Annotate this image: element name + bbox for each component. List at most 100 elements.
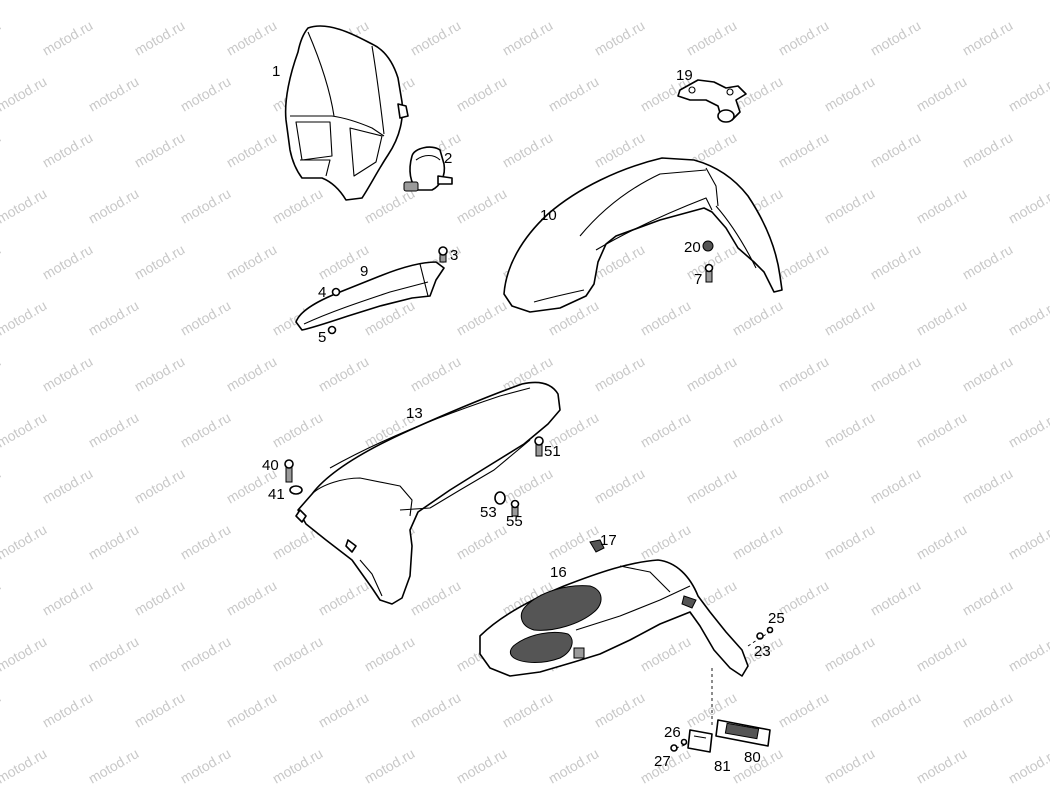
callout-23: 23 bbox=[754, 643, 771, 660]
watermark-text: motod.ru bbox=[40, 241, 96, 282]
watermark-text: motod.ru bbox=[0, 409, 49, 450]
watermark-text: motod.ru bbox=[224, 689, 280, 730]
watermark-text: motod.ru bbox=[960, 17, 1016, 58]
watermark-text: motod.ru bbox=[86, 73, 142, 114]
watermark-text: motod.ru bbox=[500, 689, 556, 730]
watermark-text: motod.ru bbox=[1006, 409, 1050, 450]
leader-lines bbox=[675, 631, 771, 749]
watermark-text: motod.ru bbox=[224, 353, 280, 394]
watermark-text: motod.ru bbox=[868, 241, 924, 282]
cover-strip bbox=[295, 261, 445, 331]
watermark-text: motod.ru bbox=[822, 745, 878, 786]
watermark-text: motod.ru bbox=[316, 577, 372, 618]
watermark-text: motod.ru bbox=[914, 73, 970, 114]
watermark-text: motod.ru bbox=[0, 0, 49, 3]
callout-19: 19 bbox=[676, 67, 693, 84]
watermark-text: motod.ru bbox=[224, 577, 280, 618]
watermark-text: motod.ru bbox=[1006, 0, 1050, 3]
callout-7: 7 bbox=[694, 271, 702, 288]
watermark-text: motod.ru bbox=[868, 689, 924, 730]
callout-27: 27 bbox=[654, 753, 671, 770]
watermark-text: motod.ru bbox=[408, 577, 464, 618]
watermark-text: motod.ru bbox=[270, 0, 326, 3]
watermark-text: motod.ru bbox=[270, 633, 326, 674]
watermark-text: motod.ru bbox=[914, 0, 970, 3]
watermark-text: motod.ru bbox=[0, 129, 3, 170]
rear-fender bbox=[295, 381, 561, 605]
callout-2: 2 bbox=[444, 150, 452, 167]
watermark-text: motod.ru bbox=[178, 73, 234, 114]
watermark-text: motod.ru bbox=[132, 465, 188, 506]
watermark-text: motod.ru bbox=[132, 577, 188, 618]
watermark-text: motod.ru bbox=[822, 185, 878, 226]
watermark-text: motod.ru bbox=[454, 297, 510, 338]
watermark-text: motod.ru bbox=[822, 409, 878, 450]
watermark-text: motod.ru bbox=[86, 633, 142, 674]
callout-40: 40 bbox=[262, 457, 279, 474]
callout-53: 53 bbox=[480, 504, 497, 521]
callout-26: 26 bbox=[664, 724, 681, 741]
watermark-text: motod.ru bbox=[0, 465, 3, 506]
watermark-text: motod.ru bbox=[592, 353, 648, 394]
callout-13: 13 bbox=[406, 405, 423, 422]
rear-mudguard bbox=[479, 559, 749, 677]
watermark-text: motod.ru bbox=[178, 633, 234, 674]
watermark-text: motod.ru bbox=[730, 521, 786, 562]
fasteners bbox=[284, 240, 774, 752]
watermark-text: motod.ru bbox=[454, 0, 510, 3]
watermark-text: motod.ru bbox=[546, 73, 602, 114]
headlight-clamp bbox=[403, 146, 453, 192]
watermark-text: motod.ru bbox=[132, 353, 188, 394]
watermark-text: motod.ru bbox=[546, 745, 602, 786]
watermark-text: motod.ru bbox=[546, 0, 602, 3]
watermark-text: motod.ru bbox=[684, 17, 740, 58]
watermark-text: motod.ru bbox=[776, 241, 832, 282]
watermark-text: motod.ru bbox=[178, 521, 234, 562]
callout-1: 1 bbox=[272, 63, 280, 80]
watermark-text: motod.ru bbox=[1006, 297, 1050, 338]
watermark-text: motod.ru bbox=[40, 689, 96, 730]
watermark-text: motod.ru bbox=[1006, 521, 1050, 562]
watermark-text: motod.ru bbox=[1006, 745, 1050, 786]
watermark-text: motod.ru bbox=[0, 577, 3, 618]
headlight-mask bbox=[284, 25, 409, 201]
watermark-text: motod.ru bbox=[0, 521, 49, 562]
watermark-text: motod.ru bbox=[638, 521, 694, 562]
watermark-text: motod.ru bbox=[868, 129, 924, 170]
callout-17: 17 bbox=[600, 532, 617, 549]
watermark-text: motod.ru bbox=[0, 353, 3, 394]
watermark-text: motod.ru bbox=[776, 17, 832, 58]
watermark-text: motod.ru bbox=[86, 409, 142, 450]
callout-10: 10 bbox=[540, 207, 557, 224]
watermark-text: motod.ru bbox=[868, 353, 924, 394]
watermark-text: motod.ru bbox=[270, 185, 326, 226]
watermark-text: motod.ru bbox=[868, 577, 924, 618]
callout-5: 5 bbox=[318, 329, 326, 346]
watermark-text: motod.ru bbox=[0, 297, 49, 338]
watermark-text: motod.ru bbox=[1006, 633, 1050, 674]
watermark-text: motod.ru bbox=[822, 73, 878, 114]
watermark-text: motod.ru bbox=[776, 465, 832, 506]
callout-80: 80 bbox=[744, 749, 761, 766]
fender-bracket bbox=[677, 79, 747, 123]
watermark-text: motod.ru bbox=[362, 745, 418, 786]
watermark-text: motod.ru bbox=[684, 353, 740, 394]
watermark-text: motod.ru bbox=[0, 745, 49, 786]
watermark-text: motod.ru bbox=[868, 17, 924, 58]
watermark-text: motod.ru bbox=[914, 297, 970, 338]
watermark-text: motod.ru bbox=[822, 521, 878, 562]
watermark-text: motod.ru bbox=[0, 633, 49, 674]
callout-4: 4 bbox=[318, 284, 326, 301]
callout-3: 3 bbox=[450, 247, 458, 264]
watermark-text: motod.ru bbox=[0, 689, 3, 730]
watermark-text: motod.ru bbox=[822, 297, 878, 338]
watermark-text: motod.ru bbox=[40, 17, 96, 58]
watermark-text: motod.ru bbox=[0, 185, 49, 226]
watermark-text: motod.ru bbox=[1006, 73, 1050, 114]
watermark-text: motod.ru bbox=[776, 689, 832, 730]
watermark-text: motod.ru bbox=[1006, 185, 1050, 226]
watermark-text: motod.ru bbox=[40, 577, 96, 618]
watermark-text: motod.ru bbox=[40, 129, 96, 170]
callout-9: 9 bbox=[360, 263, 368, 280]
